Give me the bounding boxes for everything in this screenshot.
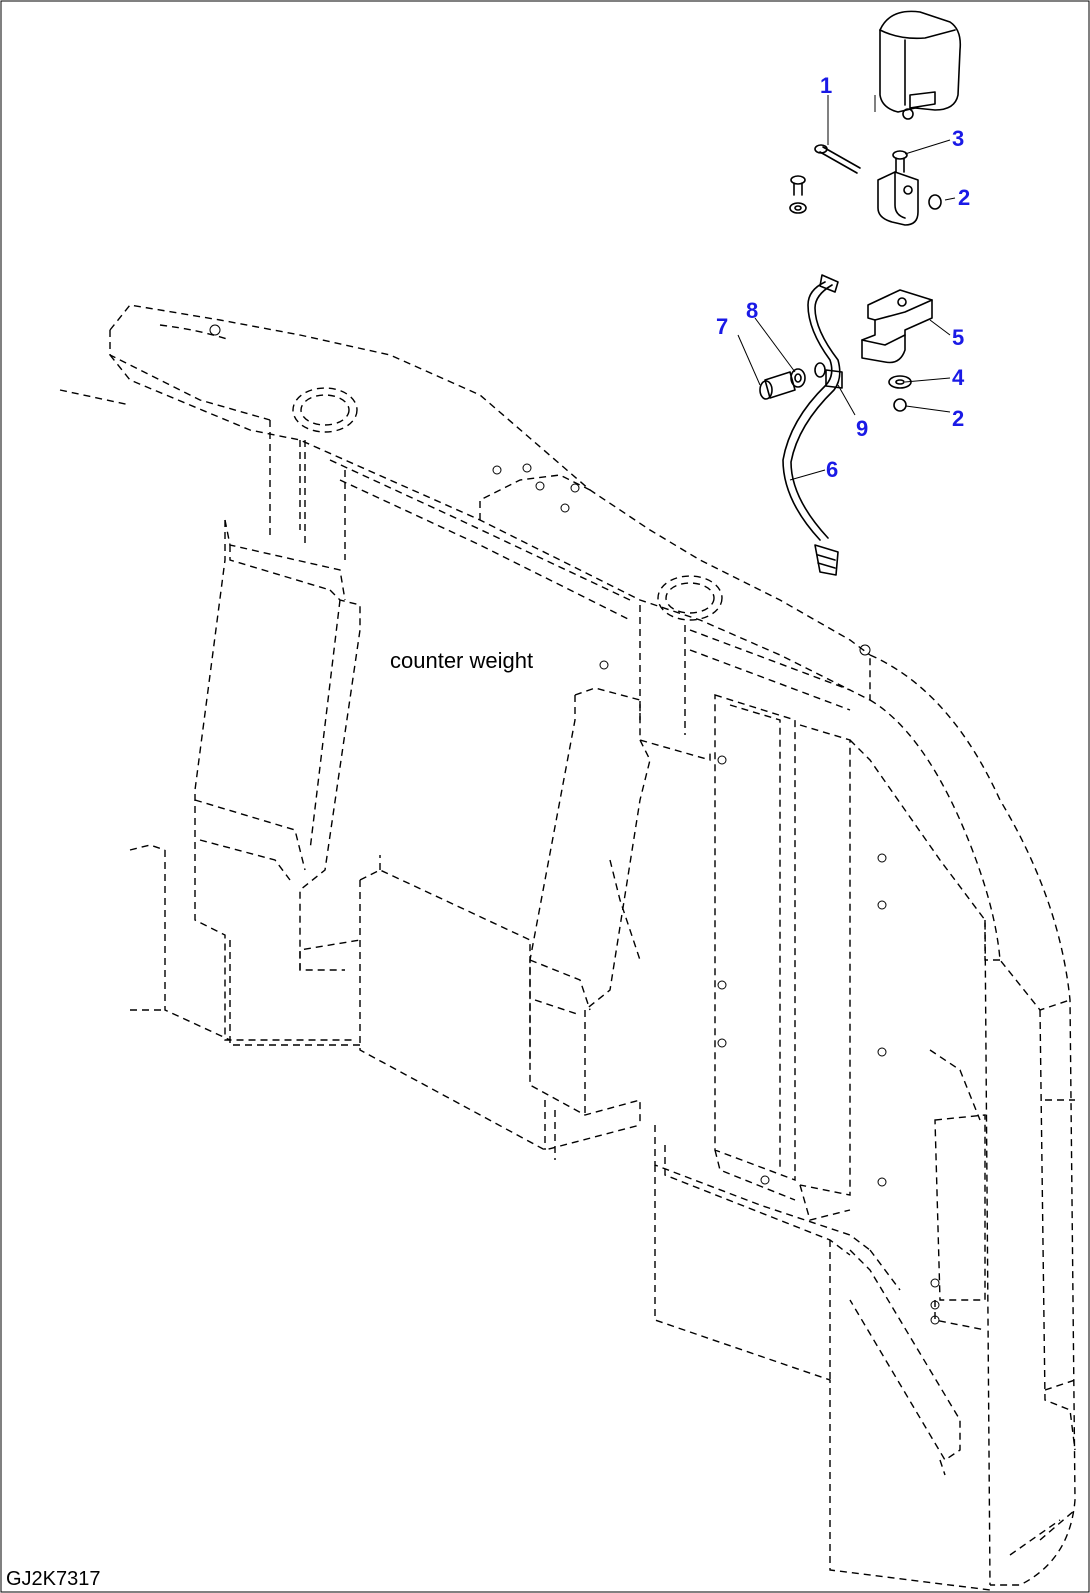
loose-screw <box>789 175 807 214</box>
cable-part-6 <box>782 274 841 576</box>
callout-6: 6 <box>826 457 839 482</box>
leader-4 <box>904 377 951 383</box>
counter-weight-label: counter weight <box>390 648 534 673</box>
nut-part-2-lower <box>893 398 907 412</box>
callout-5: 5 <box>952 325 965 350</box>
leader-2 <box>944 197 956 201</box>
washer-part-8 <box>790 362 826 388</box>
callout-8: 8 <box>746 298 759 323</box>
callout-9: 9 <box>856 416 869 441</box>
counterweight-bottom-base <box>654 1125 991 1591</box>
clamp-part-9 <box>825 369 843 389</box>
counterweight-center-block <box>359 855 641 1151</box>
leader-8 <box>754 317 796 373</box>
drawing-code: GJ2K7317 <box>6 1568 101 1590</box>
leader-9 <box>837 384 856 416</box>
washer-part-4 <box>888 375 912 389</box>
bracket-part-5 <box>861 289 933 364</box>
counterweight-right-section <box>689 629 1076 1586</box>
callout-1: 1 <box>820 73 833 98</box>
leader-3 <box>904 139 951 155</box>
lamp-bracket <box>877 150 942 226</box>
callout-4: 4 <box>952 365 965 390</box>
callout-3: 3 <box>952 126 965 151</box>
callout-2-top: 2 <box>958 185 971 210</box>
callout-2-bottom: 2 <box>952 406 965 431</box>
counterweight-left-section <box>129 420 361 1046</box>
bolt-part-7 <box>759 371 796 400</box>
callout-7: 7 <box>716 314 729 339</box>
lamp-assembly <box>874 10 962 120</box>
leader-7 <box>737 334 761 386</box>
bolt-part-1 <box>814 144 861 174</box>
leader-2b <box>905 405 951 413</box>
counterweight-middle-section <box>529 605 711 1160</box>
counterweight-top-beam <box>59 304 871 691</box>
leader-5 <box>929 319 951 336</box>
leader-6 <box>789 469 826 481</box>
